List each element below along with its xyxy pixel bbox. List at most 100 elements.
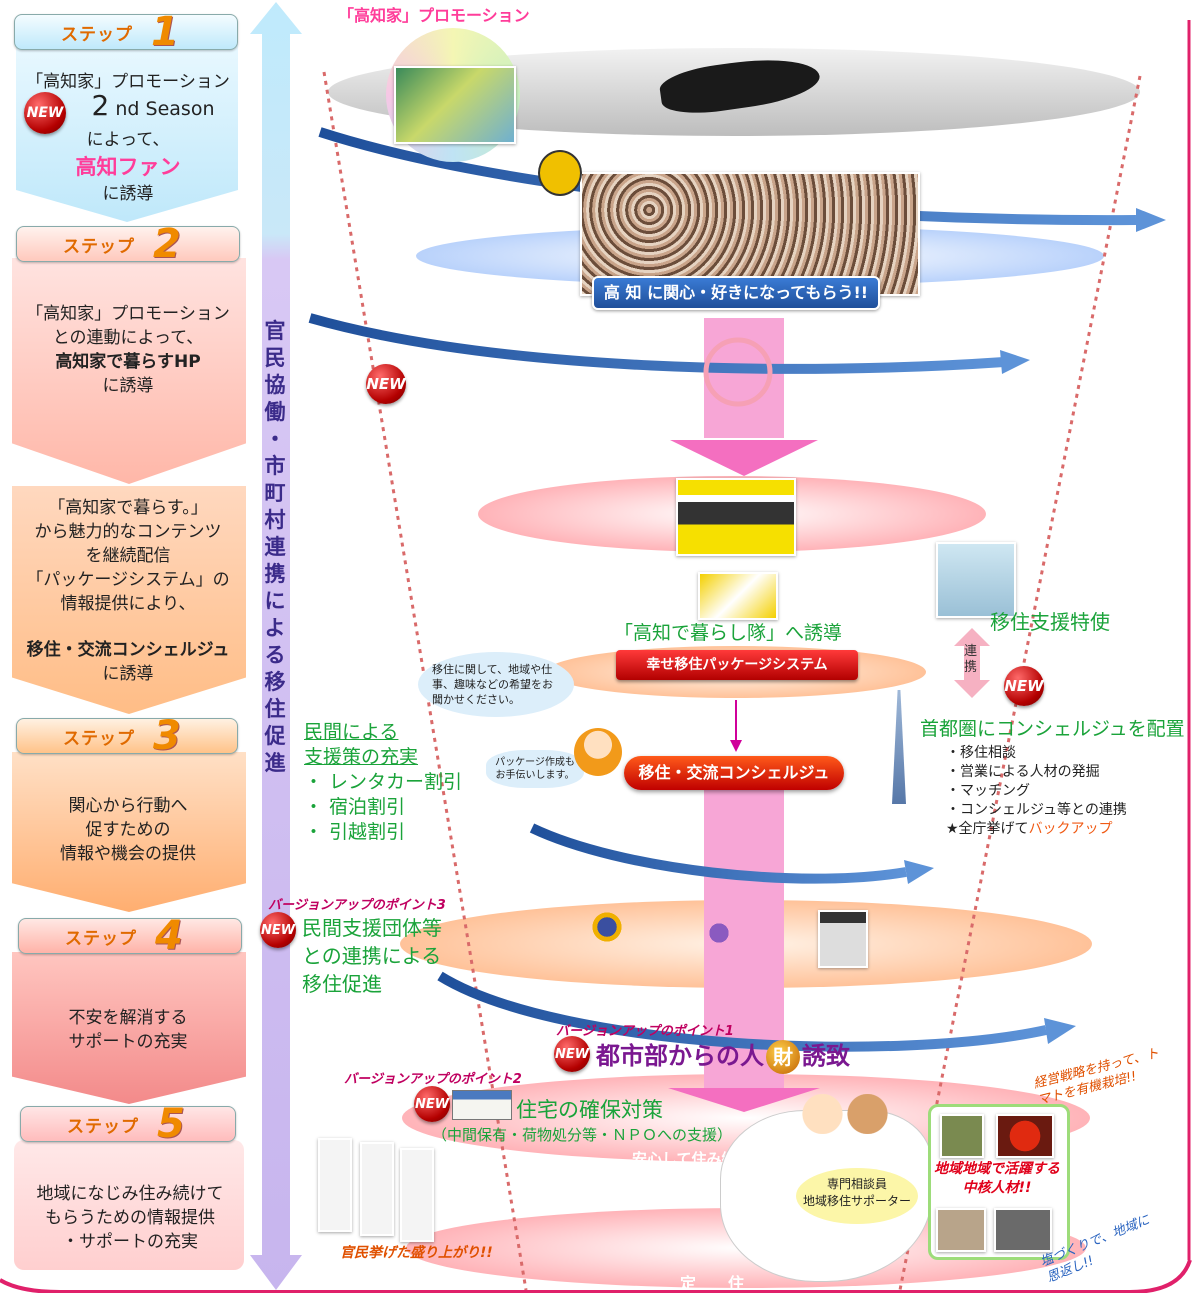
private-item: ・ レンタカー割引 xyxy=(304,771,463,793)
promo-title: 「高知家」プロモーション xyxy=(338,6,530,25)
step4-text: 不安を解消する サポートの充実 xyxy=(14,1006,242,1054)
step2b-line2: から魅力的なコンテンツ xyxy=(34,522,222,542)
renkei-arrow xyxy=(954,628,990,698)
step1-number: 1 xyxy=(151,9,179,55)
step5-panel xyxy=(14,1140,244,1270)
house-icon xyxy=(452,1090,512,1120)
point1-tag: バージョンアップのポイント1 xyxy=(556,1024,734,1039)
new-badge: NEW xyxy=(366,364,406,404)
crowd-photo xyxy=(580,172,920,296)
shutoken-item: ・移住相談 xyxy=(946,745,1016,761)
step3-line3: 情報や機会の提供 xyxy=(60,844,196,864)
private-item: ・ 引越割引 xyxy=(304,821,406,843)
point3-text: 民間支援団体等 との連携による 移住促進 xyxy=(302,914,442,998)
seminar-icon xyxy=(590,910,624,944)
step1-panel xyxy=(16,44,238,222)
step3-line2: 促すための xyxy=(85,820,171,840)
step1-text: 「高知家」プロモーション NEW 2 nd Season によって、 高知ファン… xyxy=(14,70,242,206)
tomato-image xyxy=(996,1114,1054,1158)
bottom-border xyxy=(0,1259,1192,1293)
point3-line1: 民間支援団体等 xyxy=(302,916,442,940)
concierge-button: 移住・交流コンシェルジュ xyxy=(624,756,844,790)
point1-text2: 誘致 xyxy=(802,1042,850,1070)
shutoken-star: ★全庁挙げてバックアップ xyxy=(946,821,1113,837)
season-number: 2 xyxy=(91,89,110,122)
right-border xyxy=(1187,20,1191,1260)
private-support: 民間による 支援策の充実 ・ レンタカー割引 ・ 宿泊割引 ・ 引越割引 xyxy=(304,720,462,845)
point3-tag: バージョンアップのポイント3 xyxy=(268,898,446,913)
point2-sub: （中間保有・荷物処分等・ＮＰＯへの支援） xyxy=(432,1126,733,1144)
step2-text: 「高知家」プロモーション との連動によって、 高知家で暮らすHP に誘導 xyxy=(14,302,242,398)
season-text: nd Season xyxy=(109,98,215,120)
step5-line3: ・サポートの充実 xyxy=(62,1232,198,1252)
kurashitai-text: 「高知で暮らし隊」へ誘導 xyxy=(614,622,843,644)
step5-line2: もらうための情報提供 xyxy=(45,1208,215,1228)
package-system-button: 幸せ移住パッケージシステム xyxy=(616,650,858,680)
teiju-text: 定 住 xyxy=(680,1274,745,1293)
step3-text: 関心から行動へ 促すための 情報や機会の提供 xyxy=(14,794,242,866)
step1-label: ステップ xyxy=(61,24,133,45)
salt-maker-image-2 xyxy=(994,1208,1052,1252)
kurashitai-flyer-image xyxy=(698,572,778,620)
new-badge: NEW xyxy=(260,912,296,948)
consult-bubble: 移住に関して、地域や仕事、趣味などの希望をお聞かせください。 xyxy=(418,652,574,717)
point3-line2: との連携による xyxy=(302,944,442,968)
flyer-image-2 xyxy=(360,1142,394,1236)
chukaku-text: 地域地域で活躍する中核人材!! xyxy=(934,1161,1060,1196)
step2b-line5: 情報提供により、 xyxy=(60,594,196,614)
kochi-fan-text: 高知ファン xyxy=(75,155,181,179)
shutoken-item: ・マッチング xyxy=(946,783,1030,799)
step1-line5: に誘導 xyxy=(102,184,154,204)
step2-panel xyxy=(12,258,246,484)
step2b-line1: 「高知家で暮らす。」 xyxy=(48,498,208,518)
shutoken-item: ・コンシェルジュ等との連携 xyxy=(946,802,1127,818)
interest-banner: 高 知 に関心・好きになってもらう!! xyxy=(592,276,880,310)
step2-line1: 「高知家」プロモーション xyxy=(26,304,230,324)
step2-line3: 高知家で暮らすHP xyxy=(55,352,201,372)
point1-text1: 都市部からの人 xyxy=(596,1042,764,1070)
consultant-bubble: 専門相談員 地域移住サポーター xyxy=(796,1168,918,1224)
new-badge: NEW xyxy=(24,92,66,134)
backup-text: バックアップ xyxy=(1028,821,1113,837)
step2b-text: 「高知家で暮らす。」 から魅力的なコンテンツ を継続配信 「パッケージシステム」… xyxy=(14,496,242,686)
step3-panel xyxy=(12,752,246,912)
tokushi-image xyxy=(936,542,1016,618)
event-flyer-image xyxy=(818,910,868,968)
step5-number: 5 xyxy=(157,1101,185,1147)
step2-number: 2 xyxy=(153,221,181,267)
shutoken-list: ・移住相談 ・営業による人材の発掘 ・マッチング ・コンシェルジュ等との連携 ★… xyxy=(946,744,1127,839)
step5-text: 地域になじみ住み続けて もらうための情報提供 ・サポートの充実 xyxy=(16,1182,244,1254)
step4-line1: 不安を解消する xyxy=(68,1008,188,1028)
zai-badge: 財 xyxy=(766,1040,800,1074)
shutoken-item: ・営業による人材の発掘 xyxy=(946,764,1100,780)
step2b-line4: 「パッケージシステム」の xyxy=(26,570,230,590)
point2-tag: バージョンアップのポイント2 xyxy=(344,1072,522,1087)
step5-line1: 地域になじみ住み続けて xyxy=(36,1184,224,1204)
package-bubble: パッケージ作成もお手伝いします。 xyxy=(486,750,584,788)
tour-icon xyxy=(704,918,734,948)
vertical-caption: 官民協働・市町村連携による移住促進 xyxy=(264,319,286,775)
step5-label: ステップ xyxy=(67,1116,139,1137)
step2-line4: に誘導 xyxy=(102,376,154,396)
supporters-icon xyxy=(800,1094,890,1134)
shutoken-text: 首都圏にコンシェルジュを配置 xyxy=(920,718,1185,740)
private-title2: 支援策の充実 xyxy=(304,746,419,768)
flyer-image-3 xyxy=(400,1148,434,1242)
step2b-line3: を継続配信 xyxy=(85,546,171,566)
step4-number: 4 xyxy=(155,913,183,959)
step2-header: ステップ 2 xyxy=(16,221,240,267)
new-badge: NEW xyxy=(414,1086,450,1122)
step2b-panel xyxy=(12,486,246,714)
moriagari-text: 官民挙げた盛り上がり!! xyxy=(340,1245,493,1261)
step3-number: 3 xyxy=(153,713,181,759)
consult1: 専門相談員 xyxy=(826,1177,887,1191)
step2b-line6: 移住・交流コンシェルジュ xyxy=(26,640,230,660)
hp-screenshot-image xyxy=(676,478,796,556)
step4-line2: サポートの充実 xyxy=(68,1032,188,1052)
step1-header: ステップ 1 xyxy=(14,9,238,55)
salt-maker-image-1 xyxy=(936,1208,986,1252)
tokushi-text: 移住支援特使 xyxy=(990,610,1110,634)
new-badge: NEW xyxy=(1004,666,1044,706)
step2-line2: との連動によって、 xyxy=(52,328,204,348)
step2b-line7: に誘導 xyxy=(102,664,154,684)
